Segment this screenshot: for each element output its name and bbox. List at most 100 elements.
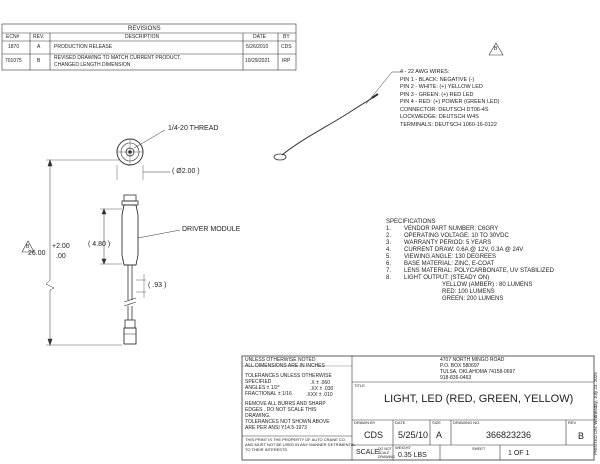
tol-x: .X ± .060 bbox=[310, 380, 330, 386]
proprietary-notice: THIS PRINT IS THE PROPERTY OF AUTO CRANE… bbox=[245, 438, 356, 452]
spec-item: 8. LIGHT OUTPUT: (STEADY ON) bbox=[386, 275, 554, 281]
note-line: ANGLES ± 1/2° bbox=[245, 385, 280, 391]
wire-spec-line: TERMINALS: DEUTSCH 1060-16-0122 bbox=[400, 121, 497, 128]
spec-text: WARRANTY PERIOD: 5 YEARS bbox=[404, 240, 492, 246]
spec-num: 2. bbox=[386, 233, 392, 239]
wire-spec-line: PIN 2 - WHITE: (+) YELLOW LED bbox=[400, 84, 483, 90]
spec-item: 7. LENS MATERIAL: POLYCARBONATE, UV STABI… bbox=[386, 268, 554, 274]
overall-length-tol-minus: .00 bbox=[56, 253, 66, 260]
diameter-callout: ( Ø2.00 ) bbox=[172, 168, 200, 175]
note-line: DRAWING. bbox=[245, 413, 271, 419]
address-line: 918-836-0463 bbox=[440, 375, 472, 381]
wire-spec-line: 4 - 22 AWG WIRES: bbox=[400, 69, 450, 75]
rev-row1-desc: PRODUCTION RELEASE bbox=[54, 44, 113, 50]
general-notes: UNLESS OTHERWISE NOTED ALL DIMENSIONS AR… bbox=[245, 358, 332, 432]
light-output-red: RED: 100 LUMENS bbox=[442, 289, 495, 295]
note-line: REMOVE ALL BURRS AND SHARP bbox=[245, 401, 326, 407]
spec-item: 3. WARRANTY PERIOD: 5 YEARS bbox=[386, 240, 554, 246]
wire-spec-line: LOCKWEDGE: DEUTSCH W4S bbox=[400, 114, 479, 120]
wire-spec-line: CONNECTOR: DEUTSCH DT06-4S bbox=[400, 106, 489, 113]
rev-header-date: DATE bbox=[253, 34, 266, 40]
overall-length-tol-plus: +2.00 bbox=[52, 243, 70, 250]
wire-spec-line: PIN 4 - RED: (+) POWER (GREEN LED) bbox=[400, 99, 500, 105]
rev-row2-ecn: 701075 bbox=[5, 58, 22, 64]
weight-value: 0.35 LBS bbox=[398, 452, 427, 459]
sheet-label: SHEET bbox=[472, 446, 486, 451]
spec-item: 2. OPERATING VOLTAGE: 10 TO 30VDC bbox=[386, 233, 554, 239]
drawing-no-label: DRAWING NO. bbox=[453, 420, 481, 425]
lead-dim: ( .93 ) bbox=[148, 282, 167, 289]
rev-row2-rev: B bbox=[37, 58, 41, 64]
spec-num: 6. bbox=[386, 261, 392, 267]
spec-text: LENS MATERIAL: POLYCARBONATE, UV STABILI… bbox=[404, 268, 554, 274]
scale-note: DO NOT SCALE DRAWING bbox=[378, 447, 395, 459]
rev-row1-ecn: 1870 bbox=[8, 44, 20, 50]
specifications-block: SPECIFICATIONS 1. VENDOR PART NUMBER: C6G… bbox=[386, 219, 554, 303]
wire-spec-line: PIN 1 - BLACK: NEGATIVE (-) bbox=[400, 76, 475, 83]
proprietary-line: THIS PRINT IS THE PROPERTY OF AUTO CRANE… bbox=[245, 437, 346, 442]
rev-header-by: BY bbox=[283, 34, 290, 40]
spec-num: 7. bbox=[386, 268, 392, 274]
size-label: SIZE bbox=[432, 420, 441, 425]
rev-row1-rev: A bbox=[37, 44, 41, 50]
rev-row2-desc-line1: REVISED DRAWING TO MATCH CURRENT PRODUCT… bbox=[54, 55, 181, 61]
scale-label: SCALE: bbox=[356, 449, 381, 456]
revision-letter: B bbox=[578, 431, 585, 441]
sheet-size: A bbox=[436, 430, 443, 440]
rev-header-desc: DESCRIPTION bbox=[125, 34, 160, 40]
spec-num: 5. bbox=[386, 254, 392, 260]
spec-text: LIGHT OUTPUT: (STEADY ON) bbox=[404, 275, 490, 281]
date-label: DATE bbox=[395, 420, 406, 425]
rev-row2-date: 10/29/2021 bbox=[245, 58, 271, 64]
drawn-by-label: DRAWN BY bbox=[354, 420, 376, 425]
address-line: TULSA, OKLAHOMA 74158-0697 bbox=[440, 369, 516, 375]
rev-row1-date: 5/26/2010 bbox=[246, 44, 269, 50]
address-line: 4707 NORTH MINGO ROAD bbox=[440, 357, 505, 363]
address-line: P.O. BOX 580697 bbox=[440, 363, 480, 369]
spec-text: CURRENT DRAW: 0.6A @ 12V, 0.3A @ 24V bbox=[404, 247, 524, 253]
rev-row1-by: CDS bbox=[281, 44, 292, 50]
spec-num: 8. bbox=[386, 275, 392, 281]
tol-xx: .XX ± .030 bbox=[310, 386, 334, 392]
rev-flag-left: B bbox=[26, 244, 30, 250]
revisions-title: REVISIONS bbox=[128, 26, 161, 32]
wire-spec-block: 4 - 22 AWG WIRES: PIN 1 - BLACK: NEGATIV… bbox=[400, 69, 500, 130]
thread-callout: 1/4-20 THREAD bbox=[168, 125, 219, 132]
sheet-count: 1 OF 1 bbox=[508, 450, 530, 457]
spec-text: VIEWING ANGLE: 130 DEGREES bbox=[404, 254, 497, 260]
spec-num: 4. bbox=[386, 247, 392, 253]
rev-label: REV bbox=[568, 420, 577, 425]
rev-flag-right: B bbox=[494, 46, 498, 52]
note-line: ALL DIMENSIONS ARE IN INCHES bbox=[245, 363, 325, 369]
company-address: 4707 NORTH MINGO ROAD P.O. BOX 580697 TU… bbox=[440, 358, 515, 381]
drawing-number: 366823236 bbox=[486, 430, 532, 440]
driver-module-callout: DRIVER MODULE bbox=[182, 226, 241, 233]
light-output-green: GREEN: 200 LUMENS bbox=[442, 296, 504, 302]
note-line: TOLERANCES UNLESS OTHERWISE bbox=[245, 373, 332, 379]
printed-on-note: PRINTED ON: Wednesday, July 23, 2025 bbox=[593, 372, 598, 455]
wire-spec-line: PIN 3 - GREEN: (+) RED LED bbox=[400, 91, 474, 98]
overall-length: 26.00 bbox=[28, 250, 46, 257]
spec-text: OPERATING VOLTAGE: 10 TO 30VDC bbox=[404, 233, 509, 239]
proprietary-line: AND MUST NOT BE USED IN ANY MANNER DETRI… bbox=[245, 442, 356, 447]
spec-text: VENDOR PART NUMBER: C6GRY bbox=[404, 226, 499, 232]
proprietary-line: TO THEIR INTERESTS. bbox=[245, 447, 289, 452]
spec-item: 1. VENDOR PART NUMBER: C6GRY bbox=[386, 226, 554, 232]
rev-row2-by: IRP bbox=[282, 58, 291, 64]
note-line: ARE PER ANSI Y14.5-1973 bbox=[245, 425, 307, 431]
note-line: UNLESS OTHERWISE NOTED bbox=[245, 357, 316, 363]
specs-title: SPECIFICATIONS bbox=[386, 219, 436, 225]
spec-num: 1. bbox=[386, 226, 392, 232]
rev-header-ecn: ECN# bbox=[6, 34, 20, 40]
weight-label: WEIGHT bbox=[395, 445, 411, 450]
note-line: TOLERANCES NOT SHOWN ABOVE bbox=[245, 419, 330, 425]
note-line: EDGES . DO NOT SCALE THIS bbox=[245, 407, 317, 413]
driver-length-dim: ( 4.80 ) bbox=[88, 241, 111, 248]
spec-num: 3. bbox=[386, 240, 392, 246]
spec-text: BASE MATERIAL: ZINC, E-COAT bbox=[404, 261, 495, 267]
tol-xxx: .XXX ± .010 bbox=[306, 392, 333, 398]
title-label: TITLE bbox=[354, 383, 365, 388]
note-line: SPECIFIED bbox=[245, 379, 272, 385]
light-output-yellow: YELLOW (AMBER) : 80 LUMENS bbox=[442, 282, 533, 288]
